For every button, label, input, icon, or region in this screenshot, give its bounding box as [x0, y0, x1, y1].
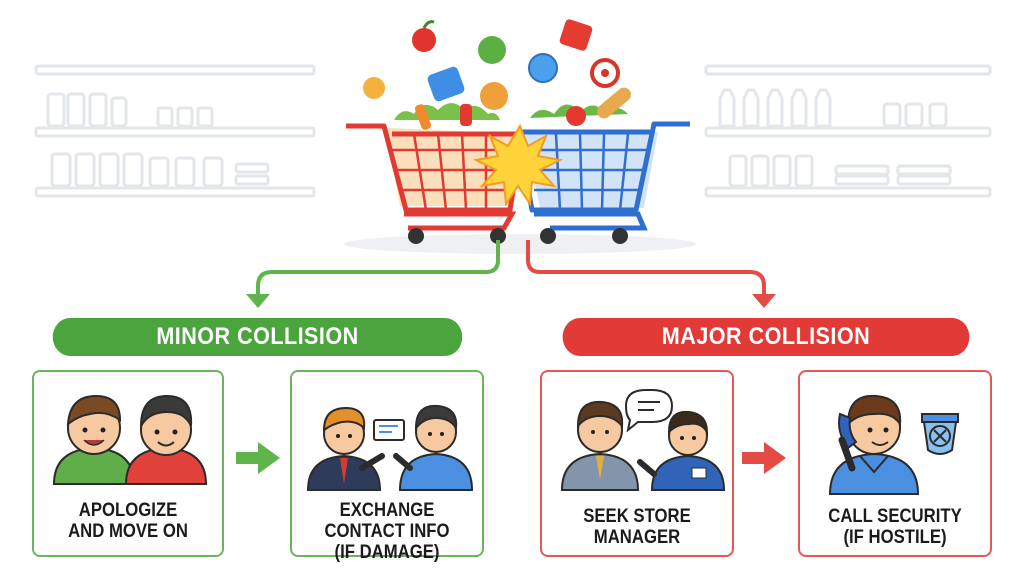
arrow-to-major: [526, 240, 766, 294]
step-call-security-card: CALL SECURITY (IF HOSTILE): [798, 370, 992, 557]
blue-shopping-cart-icon: [515, 87, 690, 244]
major-collision-title: MAJOR COLLISION: [661, 323, 871, 350]
colliding-shopping-carts-icon: [344, 19, 696, 254]
major-collision-banner: MAJOR COLLISION: [562, 318, 970, 356]
minor-step-arrow: [236, 442, 280, 474]
customer-with-manager-icon: [560, 389, 726, 491]
arrow-to-minor: [256, 240, 500, 294]
right-shelf-icon: [704, 64, 992, 198]
two-people-apologizing-icon: [52, 394, 208, 485]
step-exchange-contact-card: EXCHANGE CONTACT INFO (IF DAMAGE): [290, 370, 484, 563]
step-apologize-card: APOLOGIZE AND MOVE ON: [32, 370, 224, 557]
minor-collision-banner: MINOR COLLISION: [52, 318, 463, 356]
major-step-arrow: [742, 442, 786, 474]
minor-collision-title: MINOR COLLISION: [156, 323, 359, 350]
arrow-to-major-head: [752, 294, 776, 308]
step-exchange-contact-label: EXCHANGE CONTACT INFO (IF DAMAGE): [324, 500, 450, 563]
step-call-security-label: CALL SECURITY (IF HOSTILE): [828, 506, 962, 548]
step-apologize-label: APOLOGIZE AND MOVE ON: [68, 500, 188, 542]
exchange-business-card-icon: [306, 404, 474, 491]
arrow-to-minor-head: [246, 294, 270, 308]
step-seek-manager-label: SEEK STORE MANAGER: [583, 506, 691, 548]
left-shelf-icon: [34, 64, 316, 198]
step-seek-manager-card: SEEK STORE MANAGER: [540, 370, 734, 557]
impact-burst-icon: [472, 123, 564, 207]
phone-call-security-icon: [828, 394, 959, 495]
flying-groceries-icon: [363, 19, 620, 110]
